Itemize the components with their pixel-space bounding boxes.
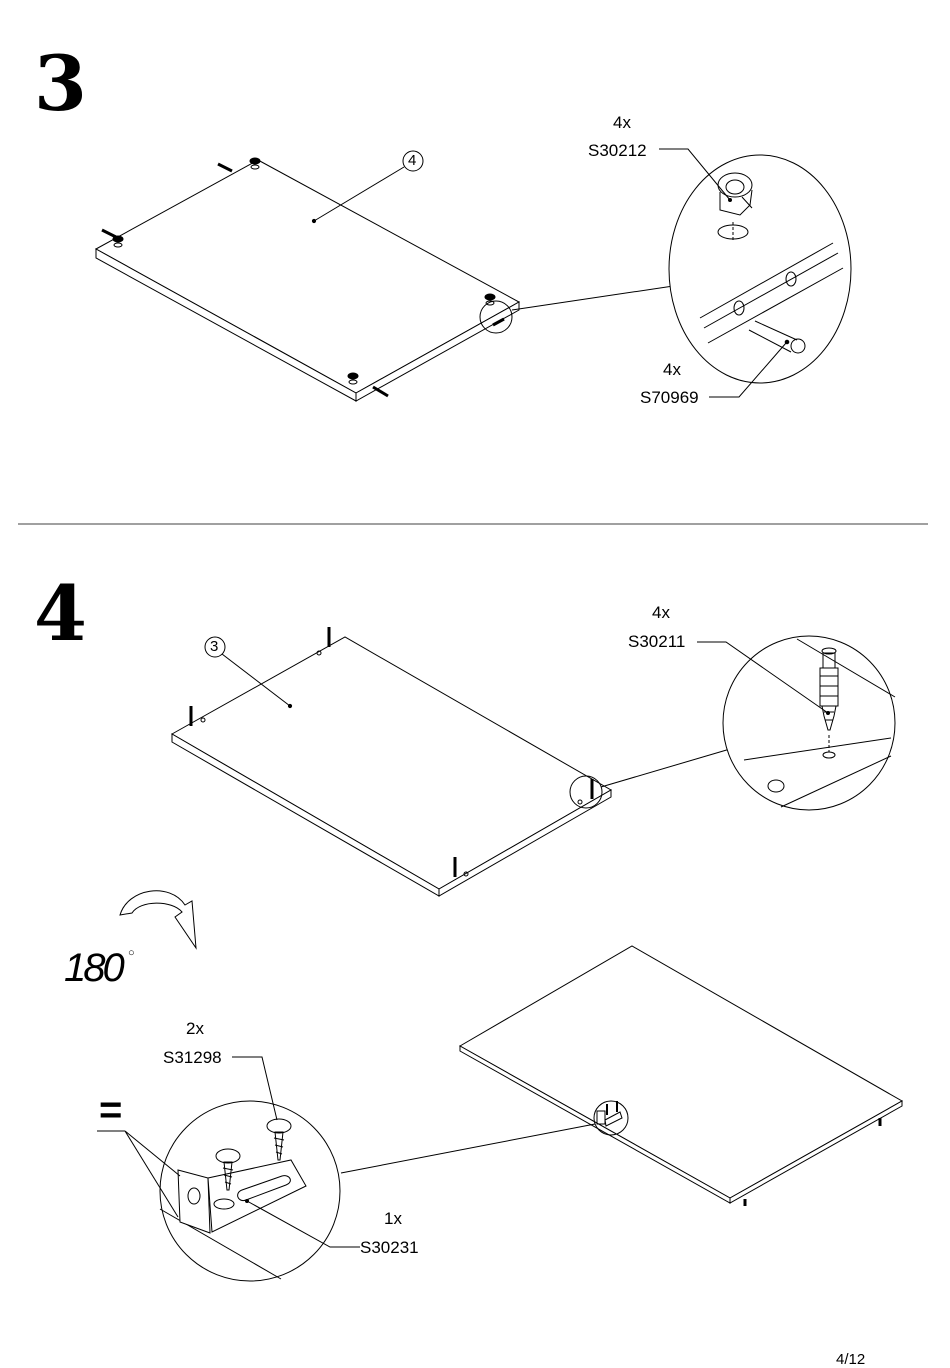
step3-part2-qty: 4x	[663, 360, 681, 379]
step3-detail-view	[659, 148, 852, 398]
step3-cam-lock	[112, 157, 496, 385]
step3-part2-code: S70969	[640, 388, 699, 407]
step3-part1-code: S30212	[588, 141, 647, 160]
step4-callout-part-number: 3	[210, 638, 219, 655]
step4-part2-code: S31298	[163, 1048, 222, 1067]
rotation-angle: 180	[64, 946, 125, 990]
step4-part3-code: S30231	[360, 1238, 419, 1257]
step4-screw	[189, 627, 594, 877]
step4-part1-code: S30211	[628, 632, 686, 651]
rotate-arrow-icon	[119, 890, 197, 950]
step-4-number: 4	[34, 569, 87, 658]
step4-part3-qty: 1x	[384, 1209, 402, 1228]
step3-panel	[94, 150, 681, 402]
step4-part1-qty: 4x	[652, 603, 670, 622]
degree-symbol: ○	[128, 947, 135, 959]
step4-bracket-detail-view	[97, 1056, 360, 1282]
step4-part2-qty: 2x	[186, 1019, 204, 1038]
page-number: 4/12	[836, 1351, 866, 1368]
step4-flipped-panel	[340, 945, 904, 1206]
step3-callout-part-number: 4	[408, 152, 417, 169]
step4-panel	[170, 627, 731, 897]
step-3-number: 3	[34, 39, 87, 128]
step4-detail-view	[697, 635, 896, 811]
equal-marker: =	[99, 1088, 123, 1132]
step3-dowel	[101, 162, 505, 398]
step3-part1-qty: 4x	[613, 113, 631, 132]
